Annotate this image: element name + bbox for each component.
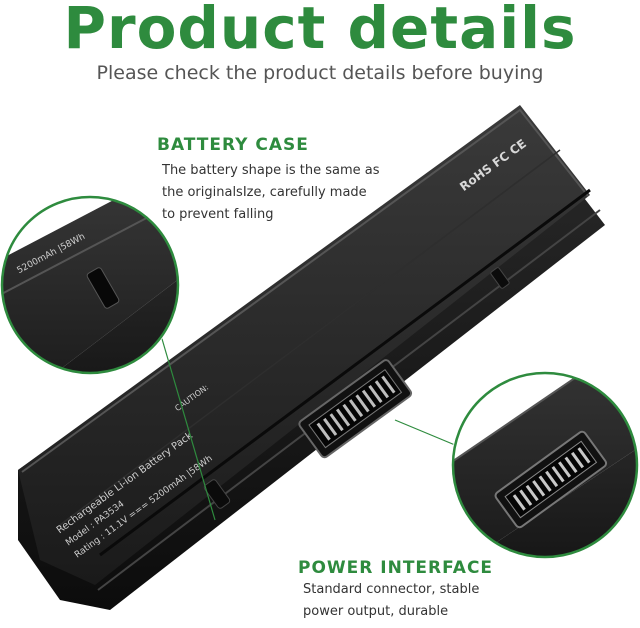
power-interface-line: Standard connector, stable <box>303 582 480 597</box>
battery-case-line: to prevent falling <box>162 207 274 222</box>
connector-icon <box>298 359 413 459</box>
battery-case-heading: BATTERY CASE <box>157 135 309 155</box>
battery-case-description: The battery shape is the same as the ori… <box>162 160 380 226</box>
callout-line-right <box>394 419 456 446</box>
page-title: Product details <box>63 0 577 62</box>
power-interface-description: Standard connector, stable power output,… <box>303 579 479 623</box>
battery-icon <box>18 105 605 610</box>
battery-case-line: The battery shape is the same as <box>162 163 380 178</box>
power-interface-line: power output, durable <box>303 604 449 619</box>
page-subtitle: Please check the product details before … <box>96 62 544 84</box>
callout-line-left <box>159 331 216 521</box>
power-interface-heading: POWER INTERFACE <box>298 558 494 578</box>
battery-case-line: the originalsIze, carefully made <box>162 185 367 200</box>
